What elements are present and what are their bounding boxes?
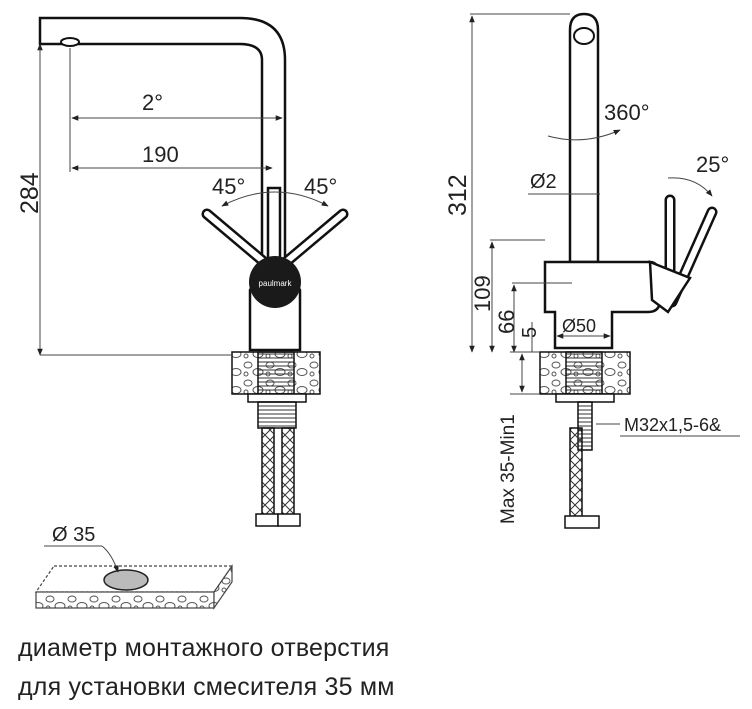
side-spout-tip — [573, 27, 595, 45]
caption-line-2: для установки смесителя 35 мм — [18, 673, 395, 701]
front-mount-nut — [257, 401, 297, 429]
hole-detail: Ø 35 — [34, 524, 234, 610]
front-lever-right-inner — [283, 211, 346, 265]
dim-lever-angle: 25° — [696, 152, 729, 177]
dim-height-front: 284 — [16, 172, 44, 214]
dim-hole-diameter: Ø 35 — [52, 524, 95, 546]
dim-reach: 190 — [142, 142, 179, 167]
dim-base: 5 — [519, 327, 541, 338]
dim-body-mid: 66 — [494, 310, 519, 334]
rotation-arc — [547, 129, 621, 141]
front-body-cap — [249, 256, 301, 308]
front-hose-nut-right — [277, 513, 301, 527]
dim-base-diameter: Ø50 — [562, 316, 596, 336]
front-lever-left-inner — [204, 211, 267, 265]
lever-angle-arc-side — [667, 177, 713, 197]
aerator-icon — [60, 37, 80, 47]
front-mount-plate — [247, 393, 307, 403]
front-mount-thread — [257, 351, 295, 395]
side-spout — [568, 12, 600, 264]
front-lever-center — [266, 186, 282, 260]
front-hose-nut-left — [255, 513, 279, 527]
lever-angle-arc — [221, 191, 329, 207]
brand-logo: paulmark — [259, 279, 293, 288]
side-mount-plate — [555, 393, 615, 403]
side-lever-joint — [648, 260, 692, 314]
mounting-hole — [103, 569, 149, 591]
countertop-edge — [35, 591, 215, 609]
dim-spout-diameter: Ø2 — [530, 171, 557, 193]
dim-body-height: 109 — [470, 275, 495, 312]
dim-thread: M32x1,5-6& — [624, 415, 721, 435]
dim-tilt: 2° — [142, 90, 163, 115]
side-hose-nut — [564, 515, 600, 529]
front-hose-right — [281, 427, 295, 517]
front-hose-left — [261, 427, 275, 517]
dim-rotation: 360° — [604, 100, 650, 125]
countertop-side — [213, 564, 233, 610]
front-view: paulmark 284 2° 190 45° 45° — [16, 16, 349, 527]
dim-counter-thickness: Max 35-Min1 — [498, 414, 519, 524]
side-mount-thread — [565, 351, 603, 395]
side-hose — [569, 427, 583, 519]
side-view: 312 109 66 5 Ø50 360° Ø2 25° Max 35-Min1… — [444, 12, 740, 529]
caption-line-1: диаметр монтажного отверстия — [18, 634, 390, 662]
dim-angle-right: 45° — [304, 174, 337, 199]
dim-angle-left: 45° — [212, 174, 245, 199]
hole-leader — [101, 545, 119, 573]
dim-height-side: 312 — [444, 174, 472, 216]
